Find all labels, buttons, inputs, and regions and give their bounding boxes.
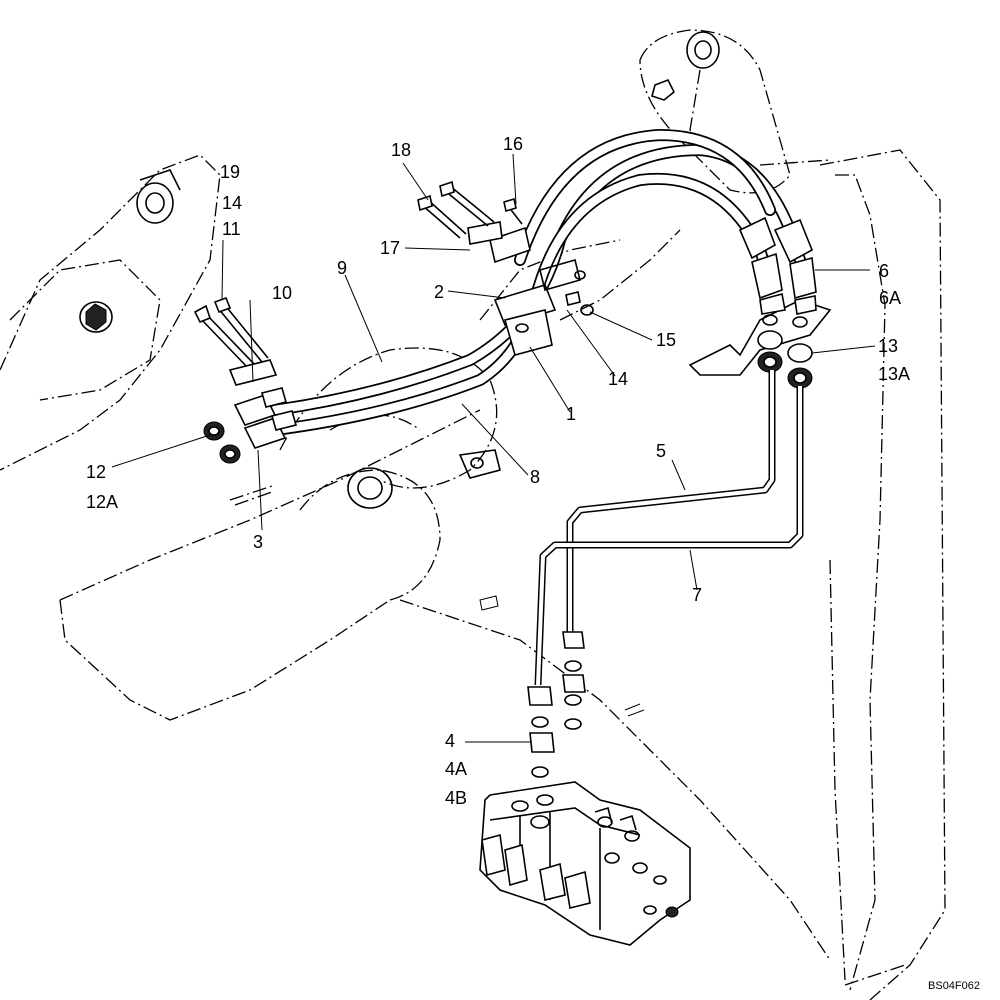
tube-item-5 (566, 370, 776, 640)
callout-9: 9 (337, 258, 348, 278)
callout-6a: 6A (879, 288, 902, 308)
callout-13: 13 (878, 336, 899, 356)
callout-7: 7 (692, 585, 703, 605)
hose-clamps (467, 221, 586, 356)
control-valve (479, 781, 691, 946)
lift-arm-pivot (639, 29, 791, 194)
port-nuts (757, 330, 813, 389)
callout-5: 5 (656, 441, 667, 461)
hose-end-fittings (738, 216, 817, 315)
callout-2: 2 (434, 282, 445, 302)
callout-17: 17 (380, 238, 401, 258)
tube-end-fittings (527, 631, 586, 778)
callout-12a: 12A (86, 492, 119, 512)
callout-14-upper: 14 (222, 193, 243, 213)
callout-4a: 4A (445, 759, 468, 779)
left-lift-arm (0, 154, 221, 471)
callout-12: 12 (86, 462, 107, 482)
callout-14-lower: 14 (608, 369, 629, 389)
mounting-bolts (193, 180, 594, 386)
fitting-bracket (688, 299, 832, 376)
callout-8: 8 (530, 467, 541, 487)
callout-19: 19 (220, 162, 241, 182)
tube-item-7 (534, 386, 804, 686)
callout-10: 10 (272, 283, 293, 303)
loader-frame-outline (759, 149, 946, 1000)
hose-upper-loop (514, 128, 776, 266)
callout-13a: 13A (878, 364, 911, 384)
hose-start-fittings (203, 387, 297, 464)
callout-16: 16 (503, 134, 524, 154)
callout-4b: 4B (445, 788, 468, 808)
callout-6: 6 (879, 261, 890, 281)
drawing-reference-code: BS04F062 (928, 980, 980, 992)
boom-body (59, 229, 831, 961)
callout-15: 15 (656, 330, 677, 350)
callout-11: 11 (222, 219, 241, 239)
callout-1: 1 (566, 404, 577, 424)
leader-lines (111, 153, 876, 743)
callout-3: 3 (253, 532, 264, 552)
callout-4: 4 (445, 731, 456, 751)
callout-18: 18 (391, 140, 412, 160)
